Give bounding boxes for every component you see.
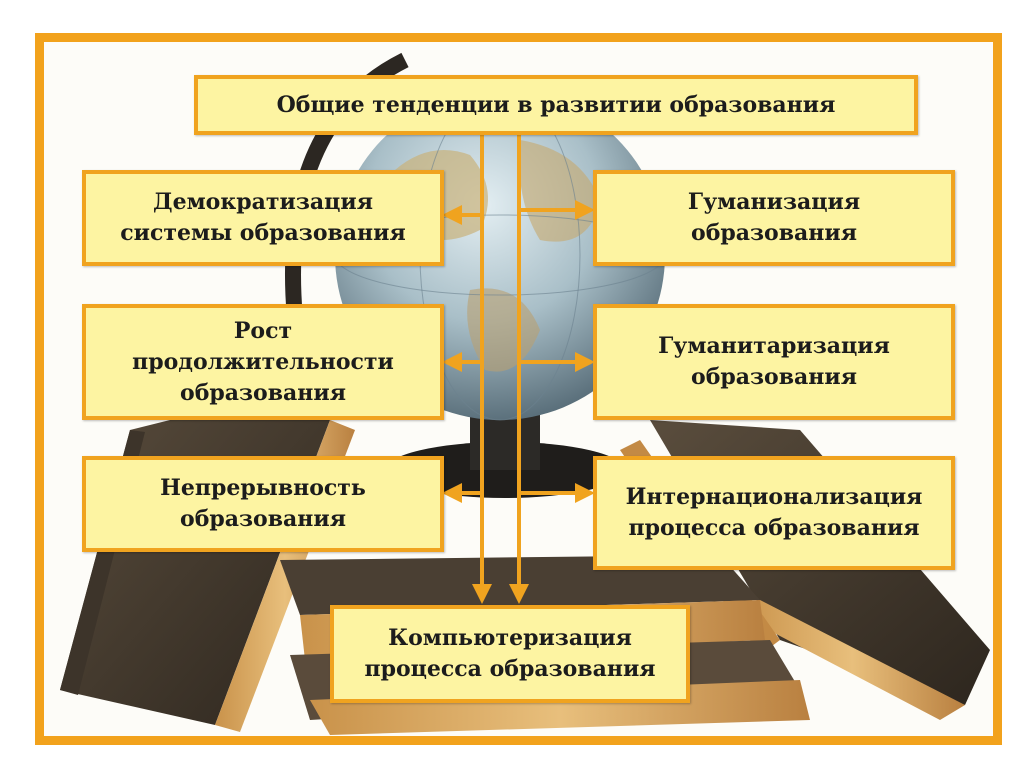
trend-continuity: Непрерывность образования bbox=[160, 475, 366, 532]
trend-democratization: Демократизация системы образования bbox=[120, 189, 406, 246]
main-title-box: Общие тенденции в развитии образования bbox=[194, 75, 918, 135]
trend-box-continuity: Непрерывность образования bbox=[82, 456, 444, 552]
trend-humanitarization: Гуманитаризация образования bbox=[658, 333, 890, 390]
trend-box-duration: Рост продолжительности образования bbox=[82, 304, 444, 420]
trend-box-humanization: Гуманизация образования bbox=[593, 170, 955, 266]
trend-computerization: Компьютеризация процесса образования bbox=[364, 625, 656, 682]
trend-humanization: Гуманизация образования bbox=[687, 189, 861, 246]
main-title: Общие тенденции в развитии образования bbox=[276, 91, 836, 118]
trend-box-democratization: Демократизация системы образования bbox=[82, 170, 444, 266]
trend-internationalization: Интернационализация процесса образования bbox=[625, 484, 923, 541]
trend-box-computerization: Компьютеризация процесса образования bbox=[330, 605, 690, 703]
trend-box-internationalization: Интернационализация процесса образования bbox=[593, 456, 955, 570]
trend-duration: Рост продолжительности образования bbox=[132, 317, 394, 406]
trend-box-humanitarization: Гуманитаризация образования bbox=[593, 304, 955, 420]
